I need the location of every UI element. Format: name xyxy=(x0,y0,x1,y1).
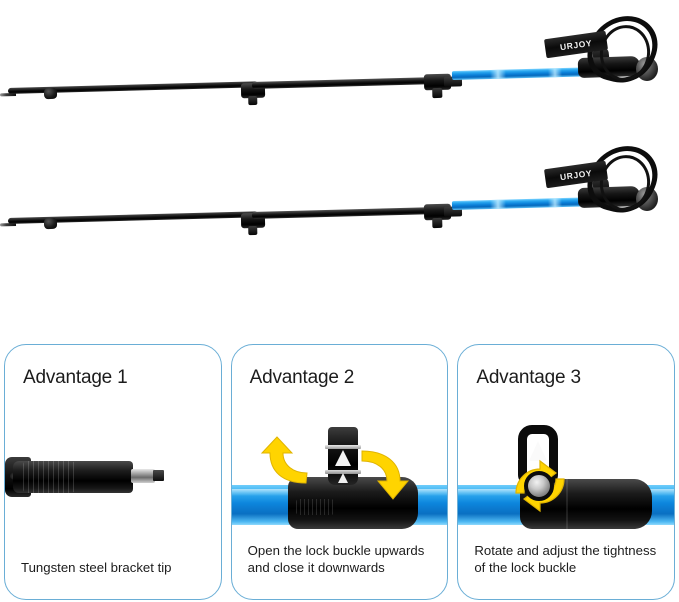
tungsten-steel-tip-illustration xyxy=(5,423,221,533)
trekking-pole-upper: URJOY xyxy=(0,5,679,125)
pole-mid-shaft xyxy=(251,206,443,219)
tip-grip-ribs xyxy=(23,461,75,493)
advantage-card-3: Advantage 3 Rotate and adjust the tightn… xyxy=(457,344,676,600)
pole-handle-cap xyxy=(636,187,658,211)
lock-buckle-rotate-illustration xyxy=(458,423,675,533)
pole-flick-lock-upper xyxy=(423,73,452,91)
brand-logo-text: URJOY xyxy=(559,167,593,182)
arrow-down-icon xyxy=(361,450,409,500)
tightness-adjust-knob xyxy=(524,471,555,501)
pole-blue-shaft xyxy=(451,197,589,210)
pole-mid-shaft xyxy=(251,76,443,89)
pole-lower-collar xyxy=(43,217,58,230)
advantage-card-2-title: Advantage 2 xyxy=(249,367,355,388)
hook-triangle-cutout xyxy=(529,441,548,461)
advantage-card-3-caption: Rotate and adjust the tightness of the l… xyxy=(474,542,657,576)
advantage-card-1: Advantage 1 Tungsten steel bracket tip xyxy=(4,344,222,600)
product-photo-area: URJOY URJOY xyxy=(0,0,679,330)
lever-metal-band-lower xyxy=(324,470,361,474)
trekking-pole-lower: URJOY xyxy=(0,135,679,255)
advantage-card-3-title: Advantage 3 xyxy=(476,367,581,388)
pole-flick-lock-upper xyxy=(423,203,452,221)
lever-triangle-cutout-small xyxy=(337,473,348,483)
lever-metal-band xyxy=(324,445,361,449)
tungsten-point xyxy=(153,470,164,481)
tip-body xyxy=(13,461,133,493)
advantage-card-1-title: Advantage 1 xyxy=(23,367,128,388)
lock-buckle-housing xyxy=(287,477,418,529)
lock-buckle-open-close-illustration xyxy=(231,423,448,533)
advantage-card-2-caption: Open the lock buckle upwards and close i… xyxy=(247,542,425,576)
lever-triangle-cutout xyxy=(334,450,351,466)
advantage-card-1-caption: Tungsten steel bracket tip xyxy=(21,560,172,576)
pole-lower-collar xyxy=(43,87,58,100)
pole-blue-shaft xyxy=(451,67,589,80)
advantage-cards: Advantage 1 Tungsten steel bracket tip A… xyxy=(0,344,679,600)
pole-handle-cap xyxy=(636,57,658,81)
brand-logo-text: URJOY xyxy=(559,37,593,52)
tungsten-metal-ferrule xyxy=(131,469,155,483)
arrow-up-icon xyxy=(260,436,308,484)
advantage-card-2: Advantage 2 Open the lock buckle upwards… xyxy=(230,344,449,600)
